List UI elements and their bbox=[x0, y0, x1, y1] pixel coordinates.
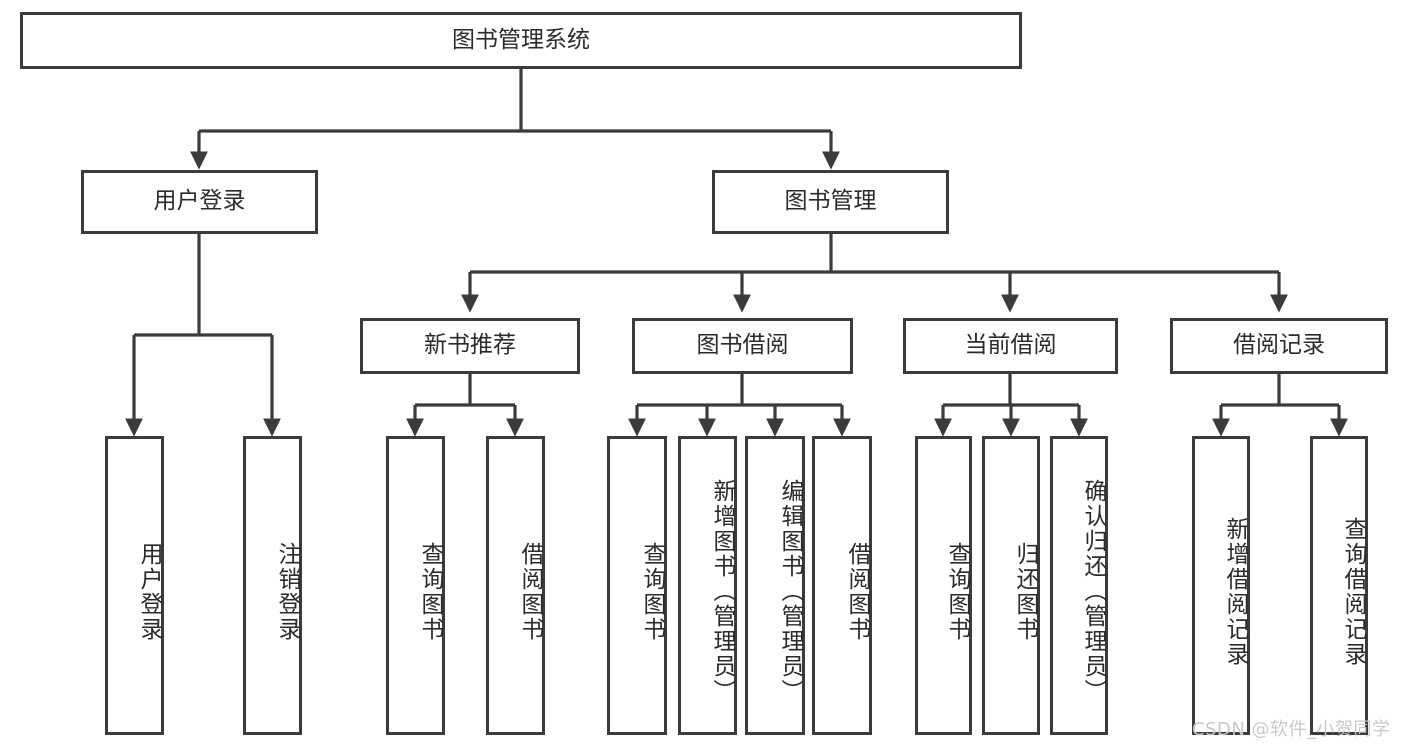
leaf-confirm-return-admin[interactable]: 确认归还（管理员） bbox=[1050, 436, 1108, 735]
leaf-return-book[interactable]: 归还图书 bbox=[982, 436, 1040, 735]
node-label: 查询图书 bbox=[944, 541, 970, 642]
leaf-borrow-book[interactable]: 借阅图书 bbox=[812, 436, 872, 735]
node-label: 图书借阅 bbox=[696, 332, 789, 359]
node-label: 当前借阅 bbox=[964, 332, 1057, 359]
node-label: 查询借阅记录 bbox=[1340, 516, 1366, 667]
node-root-library-system[interactable]: 图书管理系统 bbox=[20, 12, 1022, 69]
node-book-management[interactable]: 图书管理 bbox=[712, 170, 949, 234]
leaf-edit-book-admin[interactable]: 编辑图书（管理员） bbox=[745, 436, 805, 735]
node-label: 用户登录 bbox=[136, 541, 162, 642]
leaf-query-book-borrow[interactable]: 查询图书 bbox=[607, 436, 667, 735]
node-label: 查询图书 bbox=[639, 541, 665, 642]
node-label: 图书管理 bbox=[784, 188, 877, 215]
node-label: 新书推荐 bbox=[424, 332, 516, 359]
node-label: 编辑图书（管理员） bbox=[777, 479, 803, 704]
leaf-query-borrow-record[interactable]: 查询借阅记录 bbox=[1310, 436, 1368, 735]
node-label: 借阅图书 bbox=[517, 541, 543, 642]
node-book-borrow[interactable]: 图书借阅 bbox=[632, 318, 853, 374]
node-label: 借阅记录 bbox=[1233, 332, 1325, 359]
leaf-logout[interactable]: 注销登录 bbox=[243, 436, 302, 735]
csdn-watermark: CSDN @软件_小贺同学 bbox=[1192, 719, 1391, 740]
node-label: 新增借阅记录 bbox=[1222, 516, 1248, 667]
node-user-login[interactable]: 用户登录 bbox=[81, 170, 318, 234]
leaf-query-book-current[interactable]: 查询图书 bbox=[915, 436, 972, 735]
node-label: 用户登录 bbox=[153, 188, 246, 215]
node-label: 注销登录 bbox=[274, 541, 300, 642]
leaf-borrow-book-recommend[interactable]: 借阅图书 bbox=[486, 436, 545, 735]
node-label: 新增图书（管理员） bbox=[709, 479, 735, 704]
node-label: 借阅图书 bbox=[844, 541, 870, 642]
node-label: 归还图书 bbox=[1012, 541, 1038, 642]
node-new-book-recommend[interactable]: 新书推荐 bbox=[360, 318, 580, 374]
node-current-borrow[interactable]: 当前借阅 bbox=[903, 318, 1118, 374]
node-label: 图书管理系统 bbox=[452, 26, 590, 53]
leaf-add-borrow-record[interactable]: 新增借阅记录 bbox=[1192, 436, 1250, 735]
node-label: 确认归还（管理员） bbox=[1080, 479, 1106, 704]
leaf-user-login[interactable]: 用户登录 bbox=[105, 436, 164, 735]
node-label: 查询图书 bbox=[417, 541, 443, 642]
leaf-add-book-admin[interactable]: 新增图书（管理员） bbox=[678, 436, 737, 735]
leaf-query-book-recommend[interactable]: 查询图书 bbox=[386, 436, 445, 735]
node-borrow-record[interactable]: 借阅记录 bbox=[1170, 318, 1388, 374]
